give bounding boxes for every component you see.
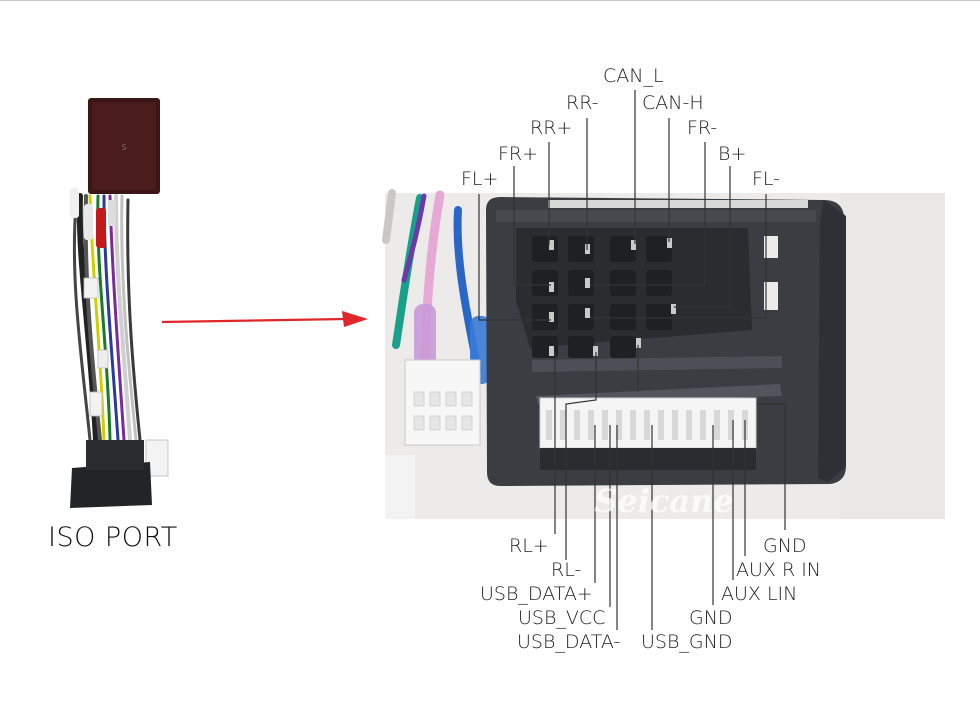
iso-port-caption: ISO PORT — [48, 522, 178, 553]
pin-label-fl-minus: FL- — [752, 168, 781, 190]
pin-label-can-l: CAN_L — [603, 65, 664, 87]
pin-label-fr-plus: FR+ — [498, 143, 539, 165]
pin-label-aux-r-in: AUX R IN — [736, 559, 822, 581]
connector-photo — [382, 189, 945, 519]
pin-label-usb-data-minus: USB_DATA- — [517, 631, 621, 653]
pin-label-b-plus: B+ — [718, 143, 747, 165]
leader-lines-top — [478, 90, 767, 321]
pin-label-usb-gnd: USB_GND — [641, 631, 733, 653]
pointer-arrow — [161, 311, 368, 327]
pin-label-rr-minus: RR- — [566, 92, 599, 114]
harness-image: S — [70, 98, 169, 508]
top-divider — [0, 0, 980, 1]
leader-lines-bottom — [554, 345, 786, 630]
watermark-text: Seicane — [594, 482, 733, 520]
pin-label-gnd-2: GND — [689, 607, 733, 629]
pin-label-usb-data-plus: USB_DATA+ — [480, 583, 593, 605]
pin-label-fl-plus: FL+ — [461, 168, 499, 190]
svg-text:S: S — [121, 143, 126, 152]
pin-label-usb-vcc: USB_VCC — [518, 607, 606, 629]
pin-label-aux-lin: AUX LIN — [721, 583, 798, 605]
pin-label-rl-minus: RL- — [551, 559, 582, 581]
pin-label-can-h: CAN-H — [642, 92, 704, 114]
pin-label-gnd-1: GND — [763, 535, 807, 557]
pin-label-rl-plus: RL+ — [509, 535, 549, 557]
pin-label-rr-plus: RR+ — [530, 117, 573, 139]
pin-label-fr-minus: FR- — [687, 117, 718, 139]
iso-connector-block — [70, 462, 152, 508]
